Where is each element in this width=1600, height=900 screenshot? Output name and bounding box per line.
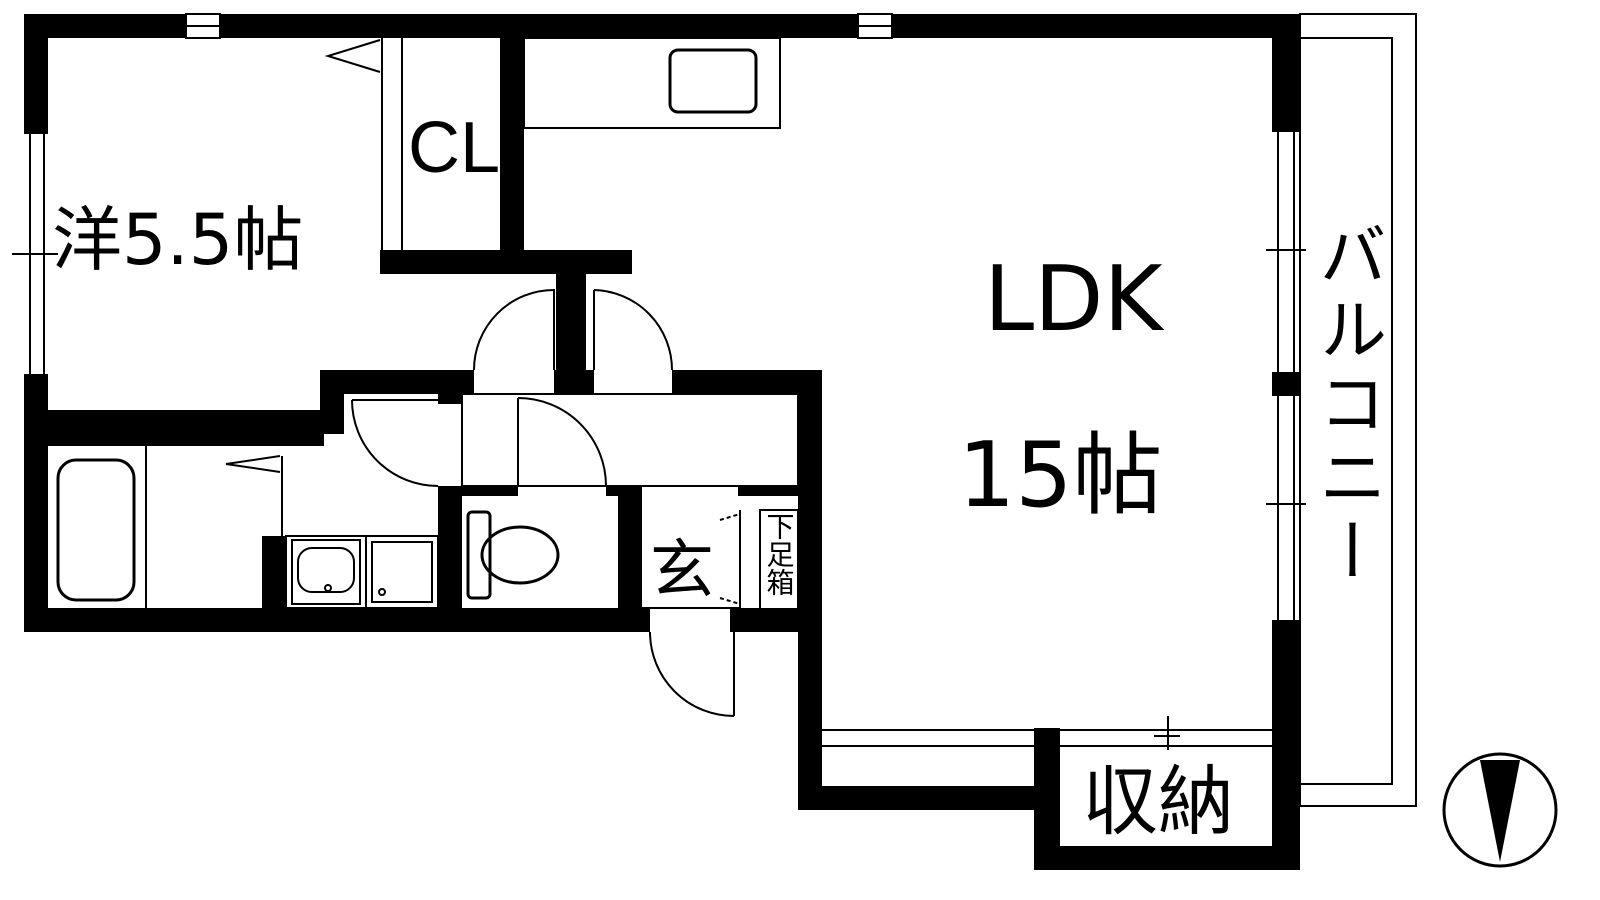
toilet-icon bbox=[466, 510, 560, 600]
closet-label: CL bbox=[408, 108, 500, 188]
shoe-box-label: 下足箱 bbox=[763, 512, 796, 596]
washbasin-icon bbox=[291, 539, 433, 605]
interior-walls bbox=[24, 14, 800, 632]
bathtub-icon bbox=[56, 458, 136, 602]
entrance-label: 玄 bbox=[650, 534, 714, 608]
north-arrow-icon bbox=[1442, 752, 1558, 868]
doors bbox=[225, 39, 741, 717]
ldk-size-label: 15帖 bbox=[958, 423, 1163, 528]
western-room-label: 洋5.5帖 bbox=[52, 199, 303, 281]
sink-icon bbox=[668, 48, 758, 114]
ldk-label: LDK bbox=[984, 247, 1164, 352]
balcony-label: バルコニー bbox=[1307, 220, 1386, 590]
thin-lines bbox=[12, 13, 1417, 807]
exterior-walls bbox=[24, 14, 1300, 870]
storage-label: 収納 bbox=[1082, 757, 1234, 846]
